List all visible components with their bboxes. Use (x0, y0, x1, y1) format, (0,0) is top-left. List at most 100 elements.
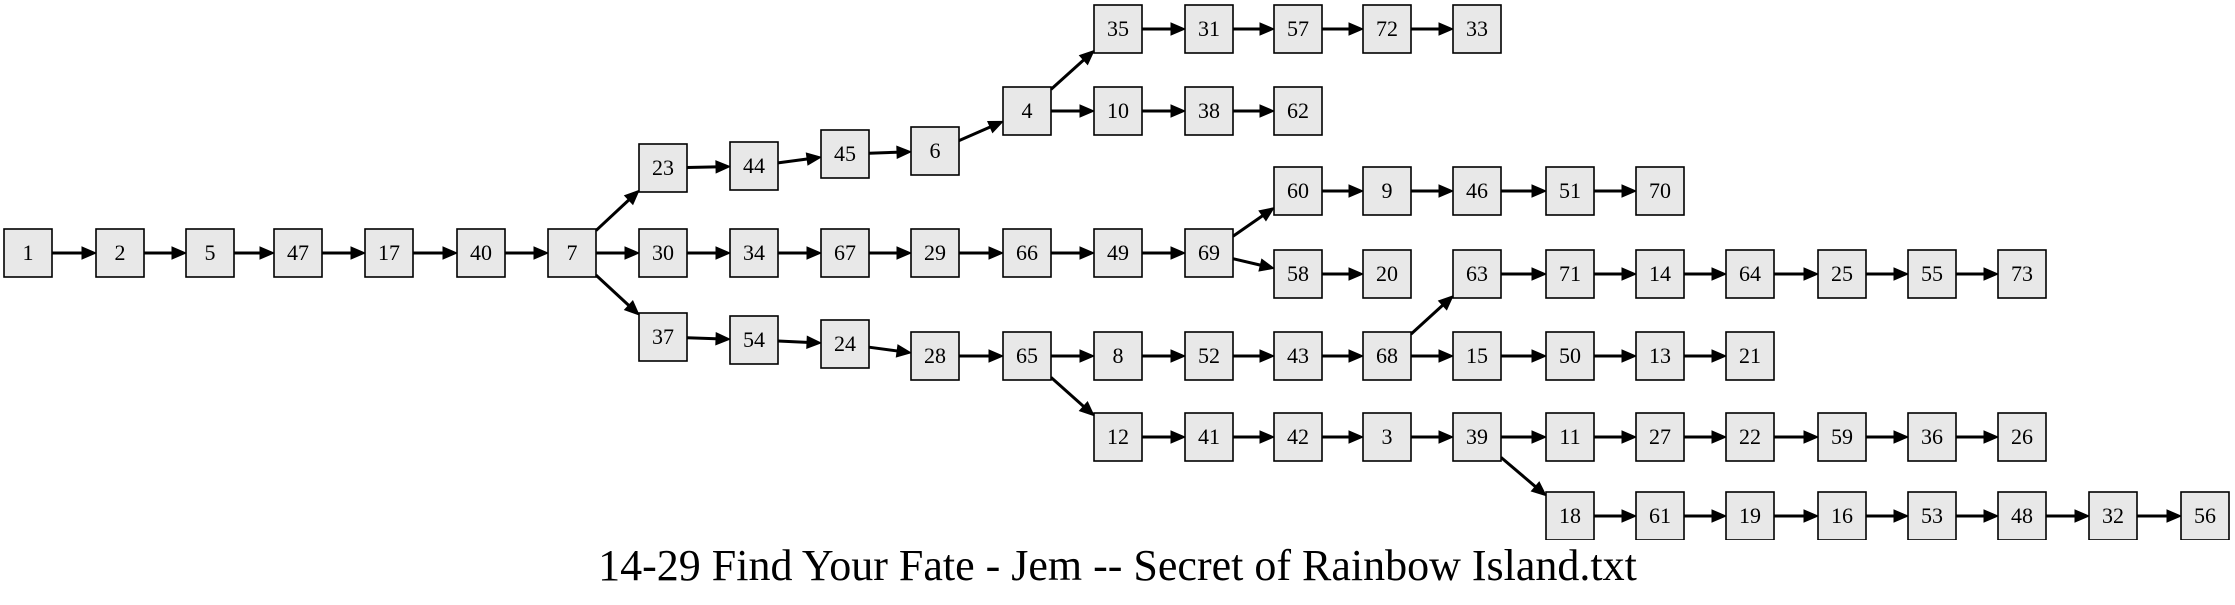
arrowhead (1531, 430, 1548, 444)
node-label: 27 (1649, 424, 1671, 449)
node-box (1997, 249, 2047, 299)
node-box (1184, 86, 1234, 136)
node-9: 9 (1362, 166, 1412, 216)
node-label: 50 (1559, 343, 1581, 368)
node-box (364, 228, 414, 278)
node-label: 53 (1921, 503, 1943, 528)
node-label: 70 (1649, 178, 1671, 203)
arrowhead (2074, 509, 2091, 523)
node-label: 62 (1287, 98, 1309, 123)
arrowhead (1437, 295, 1454, 311)
edge-52-to-43 (1233, 349, 1276, 363)
edge-42-to-3 (1322, 430, 1365, 444)
node-5: 5 (185, 228, 235, 278)
node-label: 20 (1376, 261, 1398, 286)
node-69: 69 (1184, 228, 1234, 278)
node-box (1545, 331, 1595, 381)
arrowhead (806, 246, 823, 260)
edge-69-to-58 (1232, 257, 1276, 272)
edge-36-to-26 (1956, 430, 2000, 444)
edge-31-to-57 (1233, 22, 1276, 36)
node-box (1093, 412, 1143, 462)
node-21: 21 (1725, 331, 1775, 381)
edge-7-to-23 (594, 189, 640, 232)
arrowhead (259, 246, 276, 260)
node-61: 61 (1635, 491, 1685, 540)
node-64: 64 (1725, 249, 1775, 299)
node-8: 8 (1093, 331, 1143, 381)
node-label: 21 (1739, 343, 1761, 368)
node-33: 33 (1452, 4, 1502, 54)
node-box (1362, 166, 1412, 216)
edge-19-to-16 (1774, 509, 1820, 523)
edge-37-to-54 (686, 331, 732, 346)
arrowhead (1170, 246, 1187, 260)
arrowhead (987, 120, 1005, 134)
node-box (1817, 491, 1867, 540)
node-label: 52 (1198, 343, 1220, 368)
node-label: 15 (1466, 343, 1488, 368)
node-box (1184, 4, 1234, 54)
edge-41-to-42 (1233, 430, 1276, 444)
arrowhead (1438, 184, 1455, 198)
arrowhead (715, 331, 732, 346)
node-box (1184, 412, 1234, 462)
arrowhead (171, 246, 188, 260)
node-23: 23 (638, 143, 688, 193)
node-box (547, 228, 597, 278)
edge-line (594, 198, 630, 232)
node-box (1725, 249, 1775, 299)
node-20: 20 (1362, 249, 1412, 299)
node-label: 9 (1382, 178, 1393, 203)
node-47: 47 (273, 228, 323, 278)
node-label: 51 (1559, 178, 1581, 203)
edge-45-to-6 (868, 145, 913, 160)
node-68: 68 (1362, 331, 1412, 381)
node-label: 47 (287, 240, 309, 265)
node-48: 48 (1997, 491, 2047, 540)
node-label: 29 (924, 240, 946, 265)
arrowhead (1803, 267, 1820, 281)
node-box (1635, 331, 1685, 381)
node-label: 1 (23, 240, 34, 265)
arrowhead (715, 160, 732, 174)
edge-line (1232, 214, 1264, 238)
arrowhead (1348, 430, 1365, 444)
edge-5-to-47 (234, 246, 276, 260)
edge-48-to-32 (2046, 509, 2091, 523)
node-box (1817, 412, 1867, 462)
arrowhead (1079, 104, 1096, 118)
node-label: 30 (652, 240, 674, 265)
node-box (1725, 491, 1775, 540)
arrowhead (1438, 22, 1455, 36)
edge-68-to-15 (1411, 349, 1455, 363)
node-label: 6 (930, 138, 941, 163)
node-box (1273, 86, 1323, 136)
node-label: 7 (567, 240, 578, 265)
node-box (729, 315, 779, 365)
node-36: 36 (1907, 412, 1957, 462)
arrowhead (1170, 22, 1187, 36)
node-27: 27 (1635, 412, 1685, 462)
node-box (1452, 249, 1502, 299)
node-box (1907, 412, 1957, 462)
node-4: 4 (1002, 86, 1052, 136)
node-box (1635, 491, 1685, 540)
edge-65-to-8 (1051, 349, 1096, 363)
node-26: 26 (1997, 412, 2047, 462)
node-13: 13 (1635, 331, 1685, 381)
node-label: 34 (743, 240, 765, 265)
arrowhead (805, 152, 823, 166)
node-box (1452, 166, 1502, 216)
node-14: 14 (1635, 249, 1685, 299)
arrowhead (1531, 267, 1548, 281)
edge-29-to-66 (959, 246, 1005, 260)
arrowhead (1170, 104, 1187, 118)
node-6: 6 (910, 126, 960, 176)
node-12: 12 (1093, 412, 1143, 462)
node-71: 71 (1545, 249, 1595, 299)
arrowhead (715, 246, 732, 260)
edge-6-to-4 (958, 120, 1005, 142)
edge-9-to-46 (1411, 184, 1455, 198)
